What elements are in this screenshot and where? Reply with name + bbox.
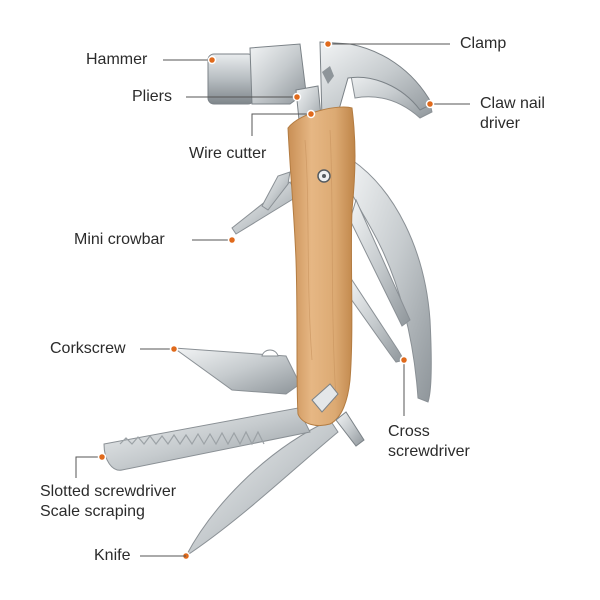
dot-wire-cutter [306,109,316,119]
label-knife: Knife [94,547,131,564]
wooden-handle [287,106,356,427]
clamp-teeth [322,66,334,84]
dot-cross-screwdriver [399,355,409,365]
knife-blade [185,419,339,557]
dot-corkscrew [169,344,179,354]
dot-mini-crowbar [227,235,237,245]
handle-clip [311,383,339,413]
label-slotted-screwdriver: Slotted screwdriver [40,483,177,500]
label-clamp: Clamp [460,35,507,52]
handle-rivet-center [322,174,326,178]
dot-pliers [292,92,302,102]
label-wire-cutter: Wire cutter [189,145,267,162]
label-scale-scraping: Scale scraping [40,503,145,520]
label-cross-screwdriver-line2: screwdriver [388,443,470,460]
label-hammer: Hammer [86,51,148,68]
opener-notch [261,349,279,357]
opener-blade [172,347,301,395]
label-mini-crowbar: Mini crowbar [74,231,165,248]
mini-crowbar-arm [261,171,291,211]
dot-clamp [323,39,333,49]
dot-claw-nail-driver [425,99,435,109]
label-claw-nail-driver-line2: driver [480,115,521,132]
back-curved-blade [345,159,432,403]
lanyard-loop [335,411,365,447]
wood-grain [304,129,337,401]
pliers-jaw-right [319,41,433,121]
dot-slotted-screwdriver [97,452,107,462]
saw-teeth [119,430,265,446]
dot-hammer [207,55,217,65]
leader-lines [75,43,470,478]
label-claw-nail-driver-line1: Claw nail [480,95,545,112]
label-cross-screwdriver-line1: Cross [388,423,430,440]
label-pliers: Pliers [132,88,173,105]
label-corkscrew: Corkscrew [50,340,126,357]
